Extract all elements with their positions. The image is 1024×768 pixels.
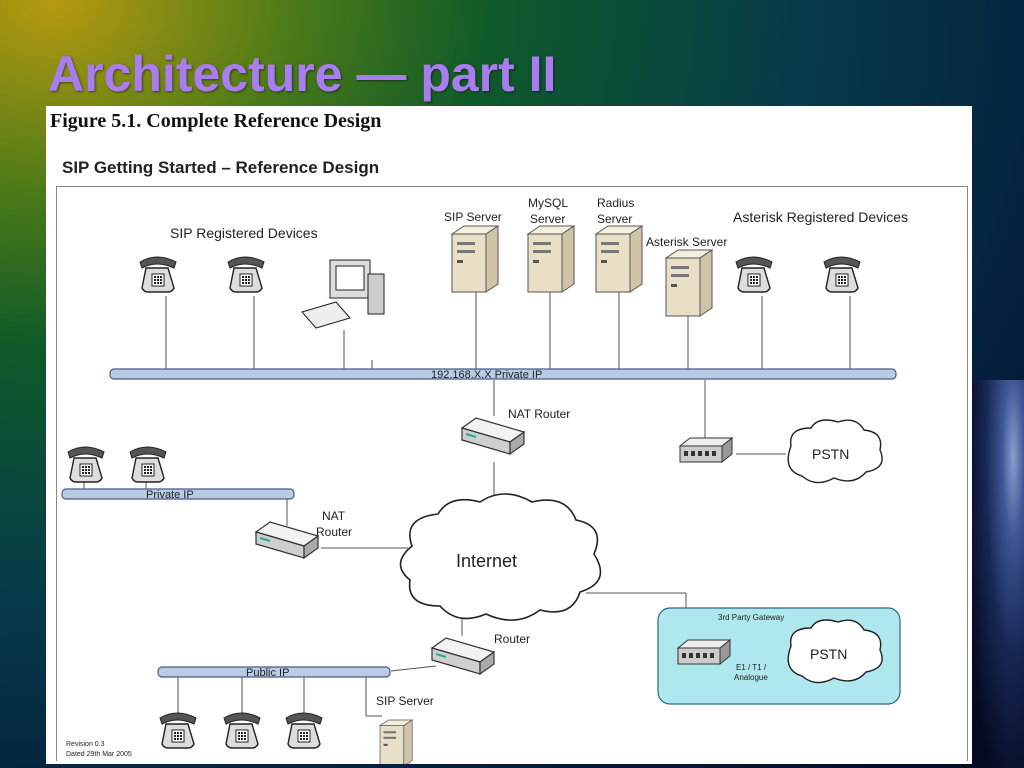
sip-server-icon [451,225,499,293]
third-party-gateway-label: 3rd Party Gateway [718,613,784,622]
sip-phone-icon-2 [227,256,265,293]
radius-server-icon [595,225,643,293]
mysql-server-icon [527,225,575,293]
figure-caption: Figure 5.1. Complete Reference Design [50,110,382,132]
switch-top-icon [679,437,733,463]
left-phone-icon-2 [129,446,167,483]
e1t1-label-line1: E1 / T1 / [736,663,767,672]
public-ip-bus [157,666,391,678]
nat-router-top-icon [461,417,525,455]
radius-server-label-line2: Server [597,212,632,226]
reference-design-figure: Figure 5.1. Complete Reference Design SI… [46,106,972,764]
sip-server-bottom-label: SIP Server [376,694,434,708]
nat-router-top-label: NAT Router [508,407,570,421]
internet-label: Internet [456,551,517,571]
public-phone-icon-2 [223,712,261,749]
router-bottom-icon [431,637,495,675]
private-ip-left-label: Private IP [146,489,194,501]
asterisk-registered-devices-label: Asterisk Registered Devices [733,209,908,225]
nat-router-left-label-line1: NAT [322,509,346,523]
public-ip-label: Public IP [246,667,289,679]
satellite-dish-decoration [970,380,1024,768]
pstn-cloud-top [787,419,883,484]
public-phone-icon-3 [285,712,323,749]
asterisk-phone-icon-2 [823,256,861,293]
mysql-server-label-line1: MySQL [528,196,568,210]
e1t1-label-line2: Analogue [734,673,768,682]
sip-server-bottom-icon [379,719,413,764]
router-label: Router [494,632,530,646]
sip-registered-devices-label: SIP Registered Devices [170,225,318,241]
asterisk-phone-icon-1 [735,256,773,293]
slide-title: Architecture — part II [48,46,557,102]
pstn-bottom-label: PSTN [810,646,847,662]
asterisk-server-label: Asterisk Server [646,235,727,249]
radius-server-label-line1: Radius [597,196,634,210]
left-phone-icon-1 [67,446,105,483]
design-title: SIP Getting Started – Reference Design [62,158,380,177]
public-phone-icon-1 [159,712,197,749]
pstn-top-label: PSTN [812,446,849,462]
mysql-server-label-line2: Server [530,212,565,226]
dated-label: Dated 29th Mar 2005 [66,751,132,758]
nat-router-left-label-line2: Router [316,525,352,539]
asterisk-server-icon [665,249,713,317]
nat-router-left-icon [255,521,319,559]
internet-cloud [399,493,602,621]
diagram-frame [56,186,968,761]
desktop-computer-icon [301,259,385,329]
connection-lines [83,292,851,718]
network-diagram: 192.168.X.X Private IP Private IP Public… [61,196,908,764]
sip-phone-icon-1 [139,256,177,293]
pstn-cloud-bottom [787,619,883,684]
gateway-switch-icon [677,639,731,665]
revision-label: Revision 0.3 [66,741,105,748]
private-ip-bus-top [109,368,897,380]
private-ip-top-label: 192.168.X.X Private IP [431,369,542,381]
private-ip-bus-left [61,488,295,500]
sip-server-top-label: SIP Server [444,210,502,224]
